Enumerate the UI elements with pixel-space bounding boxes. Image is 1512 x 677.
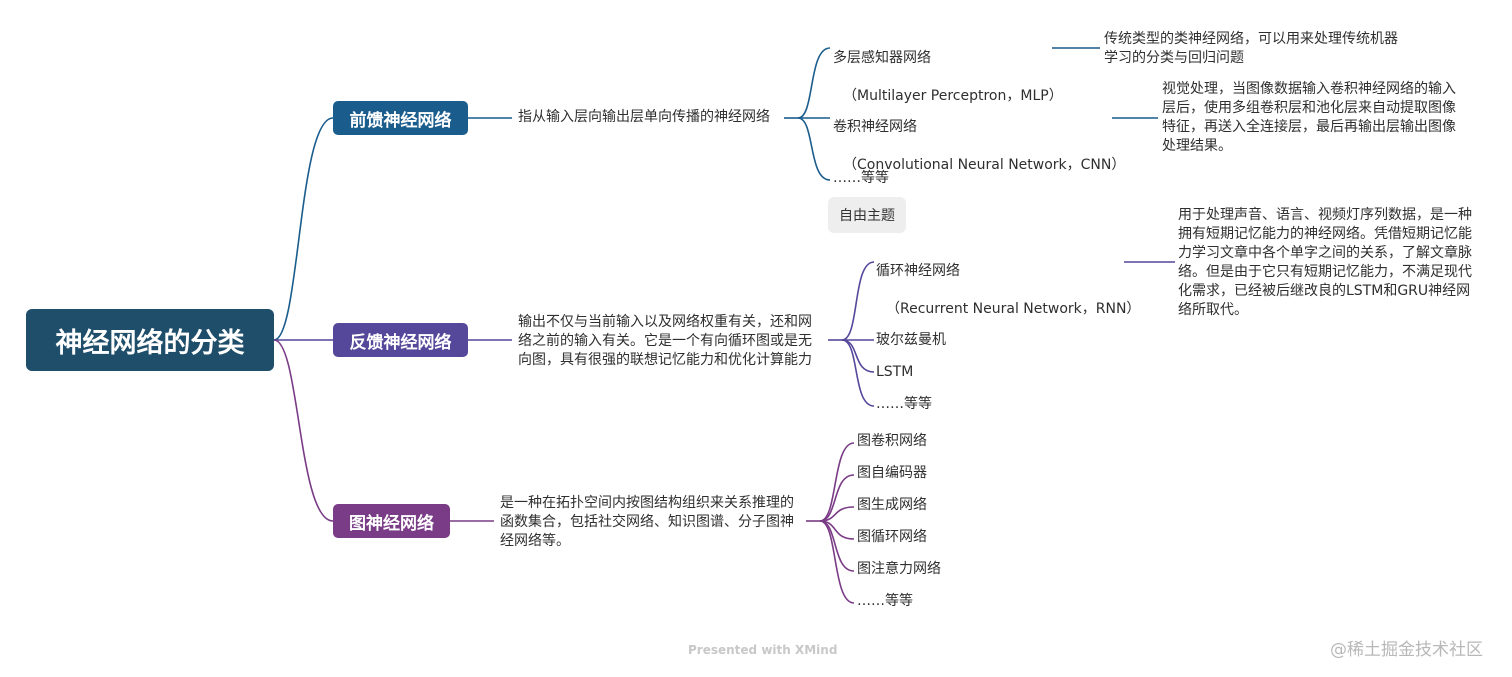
mlp-title: 多层感知器网络 <box>833 50 931 66</box>
graph-etc[interactable]: ……等等 <box>857 593 913 609</box>
floating-topic[interactable]: 自由主题 <box>828 197 906 233</box>
feedforward-etc[interactable]: ……等等 <box>833 170 889 186</box>
root-topic[interactable]: 神经网络的分类 <box>26 309 274 371</box>
lstm-topic[interactable]: LSTM <box>876 364 914 380</box>
rnn-subtitle: （Recurrent Neural Network，RNN） <box>886 301 1141 317</box>
boltzmann-topic[interactable]: 玻尔兹曼机 <box>876 332 946 348</box>
mlp-note[interactable]: 传统类型的类神经网络，可以用来处理传统机器 学习的分类与回归问题 <box>1104 31 1398 66</box>
graph-description[interactable]: 是一种在拓扑空间内按图结构组织来关系推理的 函数集合，包括社交网络、知识图谱、分… <box>500 495 794 549</box>
cnn-subtitle: （Convolutional Neural Network，CNN） <box>843 157 1126 173</box>
gcn-topic[interactable]: 图卷积网络 <box>857 433 927 449</box>
feedback-etc[interactable]: ……等等 <box>876 396 932 412</box>
feedforward-description[interactable]: 指从输入层向输出层单向传播的神经网络 <box>518 109 770 125</box>
graph-attention-topic[interactable]: 图注意力网络 <box>857 561 941 577</box>
cnn-title: 卷积神经网络 <box>833 119 917 135</box>
feedback-topic[interactable]: 反馈神经网络 <box>333 323 468 357</box>
rnn-note[interactable]: 用于处理声音、语言、视频灯序列数据，是一种 拥有短期记忆能力的神经网络。凭借短期… <box>1178 207 1472 318</box>
graph-autoencoder-topic[interactable]: 图自编码器 <box>857 465 927 481</box>
rnn-title: 循环神经网络 <box>876 263 960 279</box>
footer-text: Presented with XMind <box>688 643 838 657</box>
cnn-note[interactable]: 视觉处理，当图像数据输入卷积神经网络的输入 层后，使用多组卷积层和池化层来自动提… <box>1162 81 1456 154</box>
graph-recurrent-topic[interactable]: 图循环网络 <box>857 529 927 545</box>
graph-topic[interactable]: 图神经网络 <box>333 504 450 538</box>
graph-generative-topic[interactable]: 图生成网络 <box>857 497 927 513</box>
feedforward-topic[interactable]: 前馈神经网络 <box>333 101 468 135</box>
mlp-subtitle: （Multilayer Perceptron，MLP） <box>843 88 1063 104</box>
mlp-topic[interactable]: 多层感知器网络 （Multilayer Perceptron，MLP） <box>833 30 1063 125</box>
rnn-topic[interactable]: 循环神经网络 （Recurrent Neural Network，RNN） <box>876 243 1140 338</box>
watermark: @稀土掘金技术社区 <box>1330 640 1483 660</box>
cnn-topic[interactable]: 卷积神经网络 （Convolutional Neural Network，CNN… <box>833 99 1125 194</box>
feedback-description[interactable]: 输出不仅与当前输入以及网络权重有关，还和网 络之前的输入有关。它是一个有向循环图… <box>518 314 812 368</box>
